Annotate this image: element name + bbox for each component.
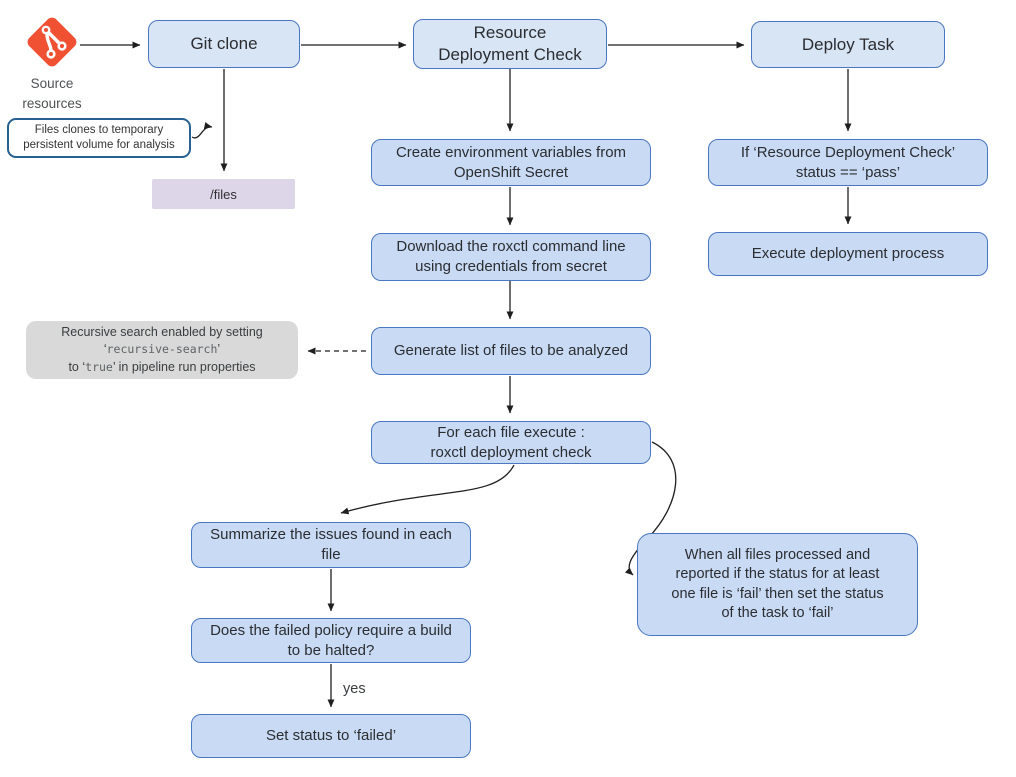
node-download-roxctl-label: Download the roxctl command line using c… [396,238,626,275]
node-when-all-files: When all files processed and reported if… [637,533,918,636]
node-resource-deployment-check-label: Resource Deployment Check [438,23,582,64]
node-execute-deployment-label: Execute deployment process [751,245,945,263]
connector-foreach-to-summarize [340,464,515,515]
recursive-note-line3: to ‘true’ in pipeline run properties [68,359,255,377]
node-create-env-vars: Create environment variables from OpenSh… [371,139,651,186]
node-does-failed-policy: Does the failed policy require a build t… [191,618,471,663]
node-execute-deployment: Execute deployment process [708,232,988,276]
git-logo-icon [27,17,77,67]
node-git-clone-label: Git clone [190,34,258,54]
node-set-status-failed-label: Set status to ‘failed’ [265,727,397,745]
node-create-env-vars-label: Create environment variables from OpenSh… [395,143,627,181]
callout-files-volume-note-label: Files clones to temporary persistent vol… [23,124,175,151]
node-deploy-task: Deploy Task [751,21,945,68]
node-for-each-file-label: For each file execute : roxctl deploymen… [430,423,592,461]
recursive-search-code: recursive-search [106,342,218,357]
callout-recursive-search: Recursive search enabled by setting ‘rec… [26,321,298,379]
recursive-note-line2: ‘recursive-search’ [104,341,220,359]
node-set-status-failed: Set status to ‘failed’ [191,714,471,758]
node-summarize-issues-label: Summarize the issues found in each file [210,526,452,563]
node-when-all-files-label: When all files processed and reported if… [671,547,884,621]
node-if-status-pass-label: If ‘Resource Deployment Check’ status ==… [740,143,956,181]
quote-close: ’ [217,342,221,357]
node-for-each-file: For each file execute : roxctl deploymen… [371,421,651,464]
connector-note-to-line [191,122,213,139]
edge-label-yes: yes [343,681,366,697]
node-generate-file-list: Generate list of files to be analyzed [371,327,651,375]
true-code: true [85,359,113,374]
callout-files-volume-note: Files clones to temporary persistent vol… [7,118,191,158]
node-summarize-issues: Summarize the issues found in each file [191,522,471,568]
node-generate-file-list-label: Generate list of files to be analyzed [393,342,629,360]
files-dir-label: /files [210,186,237,202]
node-git-clone: Git clone [148,20,300,68]
node-files-dir: /files [152,179,295,209]
line3-prefix: to ‘ [68,359,86,374]
quote-open: ‘ [103,342,107,357]
recursive-note-line1: Recursive search enabled by setting [61,324,263,339]
node-download-roxctl: Download the roxctl command line using c… [371,233,651,281]
node-resource-deployment-check: Resource Deployment Check [413,19,607,69]
line3-suffix: ’ in pipeline run properties [112,359,256,374]
node-if-status-pass: If ‘Resource Deployment Check’ status ==… [708,139,988,186]
node-deploy-task-label: Deploy Task [801,34,895,54]
node-does-failed-policy-label: Does the failed policy require a build t… [210,621,452,659]
source-resources-label: Source resources [22,76,82,112]
